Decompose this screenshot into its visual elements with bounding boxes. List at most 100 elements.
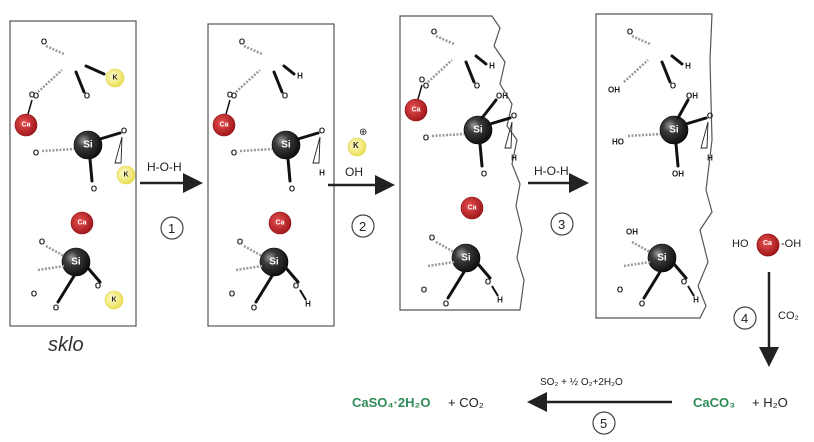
panel2-o-4: O xyxy=(419,76,425,85)
panel1-si-3-label: Si xyxy=(269,257,279,268)
panel2-bond-h xyxy=(488,116,512,126)
panel3-bond-h xyxy=(684,116,708,126)
panel-step1 xyxy=(207,23,335,327)
panel0-o-6: O xyxy=(91,185,97,194)
panel2-o-8: O xyxy=(429,234,435,243)
step-5-circle xyxy=(592,411,616,435)
panel0-si-2 xyxy=(73,130,103,160)
glass-label: sklo xyxy=(48,334,84,356)
step3-reagent: H-O-H xyxy=(534,164,569,178)
panel2-o-11: O xyxy=(421,286,427,295)
panel2-si-2-label: Si xyxy=(473,125,483,136)
panel0-o-8: O xyxy=(39,238,45,247)
panel1-bond-g xyxy=(286,157,292,183)
panel0-k-3 xyxy=(104,290,124,310)
step3-number: 3 xyxy=(558,217,566,232)
panel1-ca-2-label: Ca xyxy=(276,220,285,227)
panel3-bond-n xyxy=(687,285,695,297)
panel1-o-2: O xyxy=(282,92,288,101)
panel0-bond-c xyxy=(84,64,106,76)
panel1-o-11: O xyxy=(229,290,235,299)
panel2-bond-k xyxy=(427,260,455,268)
panel0-bond-m xyxy=(86,266,102,284)
panel0-o-2: O xyxy=(84,92,90,101)
step4-number: 4 xyxy=(741,311,749,326)
k-ion-charge: ⊕ xyxy=(359,127,368,138)
step-2-circle xyxy=(351,214,375,238)
panel3-bond-f xyxy=(627,132,661,138)
panel2-h-2: H xyxy=(511,154,517,163)
panel1-ca-1-label: Ca xyxy=(220,122,229,129)
panel2-h-3: H xyxy=(497,296,503,305)
panel1-bond-b xyxy=(272,70,284,94)
panel2-wedge-1 xyxy=(504,121,513,149)
panel2-oh-3: OH xyxy=(496,92,508,101)
panel0-bond-f xyxy=(41,147,75,153)
calcite-formula: CaCO₃ xyxy=(693,395,736,410)
panel0-k-2 xyxy=(116,165,136,185)
panel1-h-3: H xyxy=(305,300,311,309)
k-ion-atom xyxy=(347,137,367,157)
panel0-o-4: O xyxy=(29,91,35,100)
panel3-oh-2: OH xyxy=(672,170,684,179)
panel3-o-9: O xyxy=(639,300,645,309)
panel0-o-11: O xyxy=(31,290,37,299)
panel3-o-11: O xyxy=(617,286,623,295)
panel-step2 xyxy=(399,15,525,311)
panel0-bond-b xyxy=(74,70,86,94)
panel2-ca-2-label: Ca xyxy=(468,205,477,212)
panel2-si-3-label: Si xyxy=(461,253,471,264)
ca-hydroxide-left: HO xyxy=(732,238,749,250)
ca-hydroxide-right: -OH xyxy=(781,238,802,250)
panel3-h-3: H xyxy=(693,296,699,305)
panel3-o-7: O xyxy=(707,112,713,121)
panel3-bond-j xyxy=(631,240,651,254)
step2-number: 2 xyxy=(359,219,367,234)
panel2-bond-c xyxy=(474,54,488,66)
panel0-bond-g xyxy=(88,157,94,183)
panel0-bond-h xyxy=(98,131,122,141)
panel2-bond-i xyxy=(480,98,498,120)
step5-reagent: SO₂ + ½ O₂+2H₂O xyxy=(540,377,623,388)
panel0-si-3-label: Si xyxy=(71,257,81,268)
panel3-bond-i xyxy=(676,98,690,120)
panel3-wedge-1 xyxy=(700,121,709,149)
panel2-bond-l xyxy=(446,270,466,300)
panel3-o-10: O xyxy=(681,278,687,287)
panel1-bond-h xyxy=(296,131,320,141)
panel1-bond-k xyxy=(235,264,263,272)
panel0-bond-e xyxy=(27,99,33,115)
panel1-bond-e xyxy=(225,99,231,115)
panel0-bond-l xyxy=(56,274,76,304)
panel1-ca-1 xyxy=(212,113,236,137)
step2-oh: OH xyxy=(345,165,363,179)
step1-reagent: H-O-H xyxy=(147,160,182,174)
panel2-o-3: O xyxy=(423,82,429,91)
panel1-bond-n xyxy=(299,289,307,301)
panel3-bond-c xyxy=(670,54,684,66)
panel1-o-3: O xyxy=(231,92,237,101)
panel0-ca-1 xyxy=(14,113,38,137)
panel3-bond-l xyxy=(642,270,662,300)
panel0-k-1-label: K xyxy=(112,75,117,82)
panel3-bond-k xyxy=(623,260,651,268)
panel1-o-5: O xyxy=(231,149,237,158)
panel2-bond-a xyxy=(435,34,455,46)
panel-step3 xyxy=(595,13,713,319)
panel0-o-3: O xyxy=(33,92,39,101)
step-1-circle xyxy=(160,216,184,240)
panel3-bond-a xyxy=(631,34,651,46)
panel1-h-1: H xyxy=(297,72,303,81)
panel-glass xyxy=(9,20,137,327)
panel0-o-9: O xyxy=(53,304,59,313)
panel0-k-3-label: K xyxy=(111,297,116,304)
panel1-bond-c xyxy=(282,64,296,76)
panel2-si-2 xyxy=(463,115,493,145)
panel3-h-1: H xyxy=(685,62,691,71)
panel2-bond-f xyxy=(431,132,465,138)
panel2-o-6: O xyxy=(481,170,487,179)
panel1-h-2: H xyxy=(319,169,325,178)
panel0-si-3 xyxy=(61,247,91,277)
panel0-o-1: O xyxy=(41,38,47,47)
